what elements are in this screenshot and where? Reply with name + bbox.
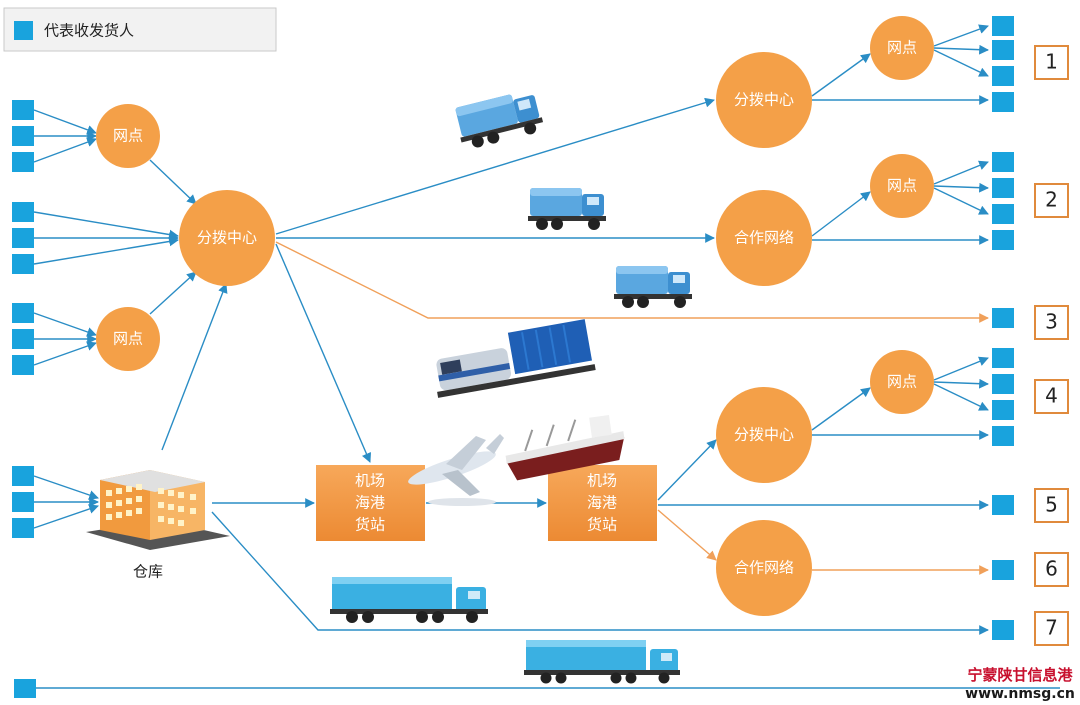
watermark: 宁蒙陕甘信息港 www.nmsg.cn <box>965 666 1075 702</box>
shipper-square-icon <box>992 152 1014 172</box>
train-icon <box>436 319 596 398</box>
station-right-line-1: 机场 <box>587 472 617 490</box>
shipper-square-icon <box>992 620 1014 640</box>
node-wangdian-left-bottom: 网点 <box>113 330 143 348</box>
shipper-square-icon <box>992 495 1014 515</box>
route-numbers: 1 2 3 4 5 6 7 <box>1034 45 1069 646</box>
station-right-line-2: 海港 <box>587 494 617 512</box>
shipper-square-icon <box>12 518 34 538</box>
shipper-square-icon <box>12 329 34 349</box>
trailer-truck-icon <box>524 640 680 684</box>
node-fenbo-top: 分拨中心 <box>734 91 794 109</box>
shipper-square-icon <box>12 492 34 512</box>
node-fenbo-left: 分拨中心 <box>197 229 257 247</box>
watermark-url: www.nmsg.cn <box>965 686 1075 702</box>
shipper-square-icon <box>12 466 34 486</box>
legend-label: 代表收发货人 <box>44 22 134 40</box>
shipper-square-icon <box>14 21 33 40</box>
shipper-square-icon <box>12 126 34 146</box>
station-left-line-1: 机场 <box>355 472 385 490</box>
shipper-square-icon <box>992 308 1014 328</box>
warehouse-building-icon <box>86 470 230 550</box>
shipper-square-icon <box>992 400 1014 420</box>
shipper-square-icon <box>12 254 34 274</box>
shipper-square-icon <box>12 355 34 375</box>
node-wangdian-r4: 网点 <box>887 373 917 391</box>
box-truck-icon <box>528 188 606 230</box>
shipper-square-icon <box>992 178 1014 198</box>
route-number-2: 2 <box>1045 188 1058 212</box>
node-fenbo-mid: 分拨中心 <box>734 426 794 444</box>
box-truck-icon <box>614 266 692 308</box>
node-hezuo-bottom: 合作网络 <box>734 559 794 577</box>
shipper-square-icon <box>992 230 1014 250</box>
shipper-square-icon <box>12 228 34 248</box>
shipper-square-icon <box>992 204 1014 224</box>
route-number-6: 6 <box>1045 557 1058 581</box>
station-left-line-2: 海港 <box>355 494 385 512</box>
legend: 代表收发货人 <box>3 7 277 52</box>
route-number-5: 5 <box>1045 493 1058 517</box>
shipper-square-icon <box>992 560 1014 580</box>
shipper-square-icon <box>992 92 1014 112</box>
shipper-square-icon <box>12 303 34 323</box>
station-right: 机场 海港 货站 <box>548 465 657 541</box>
warehouse-label: 仓库 <box>133 563 163 581</box>
shipper-square-icon <box>992 40 1014 60</box>
shipper-square-icon <box>992 66 1014 86</box>
trailer-truck-icon <box>330 577 488 623</box>
hub-nodes: 网点 网点 分拨中心 分拨中心 合作网络 网点 网点 网点 分拨中心 合作网络 <box>96 16 934 616</box>
shipper-square-icon <box>14 679 36 698</box>
node-wangdian-r2: 网点 <box>887 177 917 195</box>
route-number-4: 4 <box>1045 384 1058 408</box>
shipper-square-icon <box>992 16 1014 36</box>
route-number-1: 1 <box>1045 50 1058 74</box>
airplane-icon <box>408 434 504 506</box>
station-left: 机场 海港 货站 <box>316 465 425 541</box>
box-truck-icon <box>455 94 544 148</box>
route-number-3: 3 <box>1045 310 1058 334</box>
shipper-squares <box>12 16 1014 698</box>
station-left-line-3: 货站 <box>355 516 385 534</box>
shipper-square-icon <box>12 202 34 222</box>
shipper-square-icon <box>992 348 1014 368</box>
node-wangdian-r1: 网点 <box>887 39 917 57</box>
node-hezuo-top: 合作网络 <box>734 229 794 247</box>
cargo-ship-icon <box>505 414 625 481</box>
route-number-7: 7 <box>1045 616 1058 640</box>
node-wangdian-left-top: 网点 <box>113 127 143 145</box>
connector-lines <box>33 24 1060 689</box>
shipper-square-icon <box>12 100 34 120</box>
shipper-square-icon <box>992 374 1014 394</box>
station-right-line-3: 货站 <box>587 516 617 534</box>
watermark-title: 宁蒙陕甘信息港 <box>967 666 1073 684</box>
shipper-square-icon <box>12 152 34 172</box>
shipper-square-icon <box>992 426 1014 446</box>
